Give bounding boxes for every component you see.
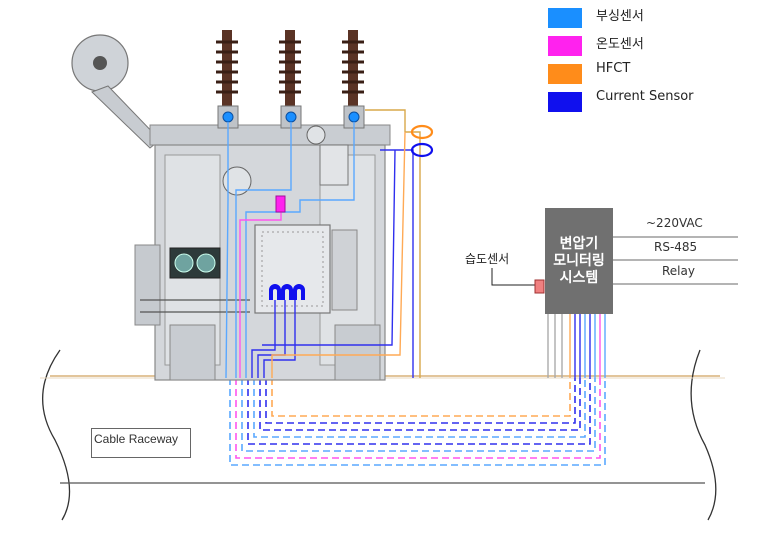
legend-label: HFCT [596,61,631,76]
monitoring-system-box: 변압기 모니터링 시스템 [545,208,613,314]
legend-label: Current Sensor [596,89,694,104]
current-sensors [269,284,305,300]
signal-label-power: ~220VAC [646,216,703,230]
humidity-sensor [491,268,545,294]
system-conduits [547,314,606,378]
transformer [71,30,391,381]
ground-current-sensor [410,142,434,158]
signal-label-rs485: RS-485 [654,240,698,254]
legend-item-hfct: HFCT [548,60,758,88]
legend-label: 부싱센서 [596,9,644,24]
legend-swatch [548,64,582,84]
legend-swatch [548,8,582,28]
humidity-sensor-label: 습도센서 [465,252,510,266]
legend-item-temperature-sensor: 온도센서 [548,32,758,60]
cable-raceway-label: Cable Raceway [91,428,191,458]
hfct-sensor [410,124,434,140]
legend-item-bushing-sensor: 부싱센서 [548,4,758,32]
raceway-cables [229,378,606,466]
tank-wiring [225,109,421,379]
signal-lines [613,236,738,285]
legend-swatch [548,36,582,56]
system-title-line: 시스템 [559,269,599,286]
legend-label: 온도센서 [596,37,644,52]
legend-item-current-sensor: Current Sensor [548,88,758,116]
legend-swatch [548,92,582,112]
signal-label-relay: Relay [662,264,695,278]
system-title-line: 변압기 [559,235,599,252]
legend: 부싱센서 온도센서 HFCT Current Sensor [548,4,758,116]
temperature-sensor [275,195,286,213]
bushing-sensors [222,111,360,123]
monitoring-system-title: 변압기 모니터링 시스템 [553,236,605,287]
system-title-line: 모니터링 [553,252,605,269]
